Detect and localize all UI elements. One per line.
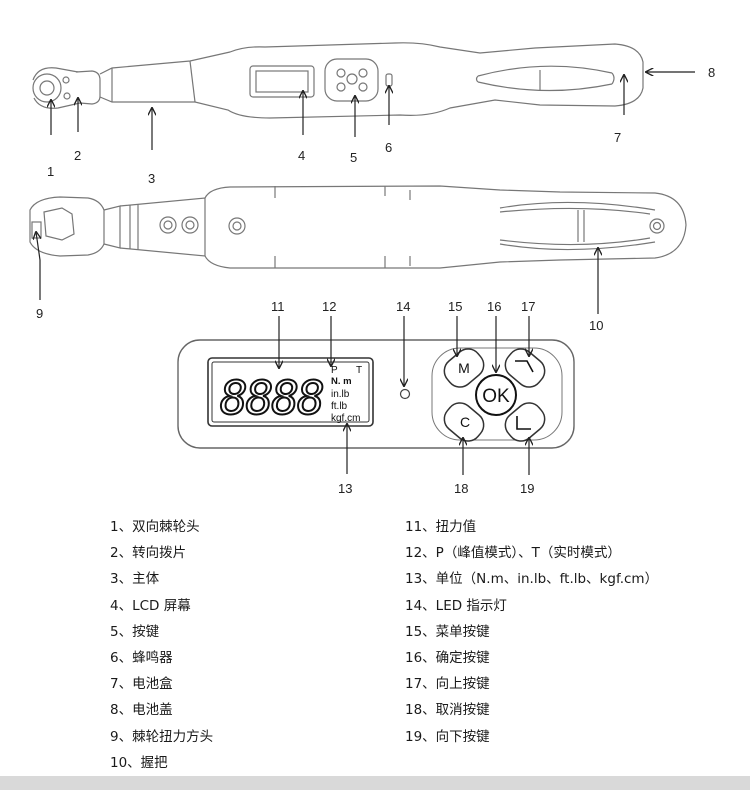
legend-column-left: 1、双向棘轮头 2、转向拨片 3、主体 4、LCD 屏幕 5、按键 6、蜂鸣器 …: [110, 514, 213, 776]
side-grip: [499, 201, 656, 211]
parts-legend: 1、双向棘轮头 2、转向拨片 3、主体 4、LCD 屏幕 5、按键 6、蜂鸣器 …: [0, 514, 750, 776]
callout-18: 18: [454, 481, 468, 496]
lcd-screen: [207, 357, 374, 427]
legend-item: 15、菜单按键: [405, 623, 490, 640]
callout-16: 16: [487, 299, 501, 314]
callout-lines-top: [51, 72, 695, 150]
legend-item: 1、双向棘轮头: [110, 519, 200, 535]
legend-item: 10、握把: [110, 754, 168, 771]
ratchet-head: [32, 67, 101, 109]
legend-item: 4、LCD 屏幕: [110, 597, 191, 614]
down-button[interactable]: [500, 398, 550, 447]
legend-item: 7、电池盒: [110, 676, 173, 693]
legend-item: 11、扭力值: [405, 519, 477, 535]
lcd-unit-kgfcm: kgf.cm: [331, 413, 360, 424]
lcd-window-top: [249, 65, 315, 98]
cancel-button[interactable]: C: [439, 398, 489, 447]
keypad-top: [324, 58, 379, 102]
callout-12: 12: [322, 299, 336, 314]
led-indicator: [399, 388, 411, 400]
callout-9: 9: [36, 306, 43, 321]
legend-item: 12、P（峰值模式）、T（实时模式）: [405, 545, 621, 562]
legend-item: 6、蜂鸣器: [110, 649, 173, 666]
legend-item: 16、确定按键: [405, 649, 490, 666]
callout-1: 1: [47, 164, 54, 179]
wrench-diagram: 8888 P T N. m in.lb ft.lb kgf.cm M C OK: [29, 42, 715, 496]
callout-14: 14: [396, 299, 410, 314]
legend-item: 14、LED 指示灯: [405, 597, 507, 614]
callout-5: 5: [350, 150, 357, 165]
legend-item: 3、主体: [110, 571, 160, 588]
callout-11: 11: [271, 299, 285, 314]
callout-3: 3: [148, 171, 155, 186]
legend-item: 13、单位（N.m、in.lb、ft.lb、kgf.cm）: [405, 571, 659, 588]
callout-8: 8: [708, 65, 715, 80]
menu-button[interactable]: M: [439, 344, 489, 393]
lcd-mode-t: T: [356, 365, 362, 376]
legend-item: 2、转向拨片: [110, 545, 187, 562]
legend-item: 9、棘轮扭力方头: [110, 728, 214, 745]
up-arrow-icon: [515, 360, 534, 373]
callout-19: 19: [520, 481, 534, 496]
callout-13: 13: [338, 481, 352, 496]
callout-lines-side: [36, 232, 598, 314]
ok-button[interactable]: OK: [475, 374, 517, 416]
callout-lines-panel: [279, 316, 529, 475]
callout-2: 2: [74, 148, 81, 163]
buzzer-top: [385, 73, 393, 87]
main-body-outline: [99, 42, 644, 119]
ok-button-label: OK: [482, 386, 510, 407]
menu-button-label: M: [458, 360, 470, 376]
up-button[interactable]: [500, 344, 550, 393]
side-body: [204, 185, 687, 269]
down-arrow-icon: [516, 416, 531, 430]
callout-6: 6: [385, 140, 392, 155]
lcd-mode-p: P: [331, 365, 338, 376]
lcd-unit-inlb: in.lb: [331, 389, 350, 400]
legend-column-right: 11、扭力值 12、P（峰值模式）、T（实时模式） 13、单位（N.m、in.l…: [405, 514, 658, 750]
callout-17: 17: [521, 299, 535, 314]
grip-top: [477, 65, 613, 77]
cancel-button-label: C: [460, 414, 470, 430]
lcd-torque-digits: 8888: [220, 371, 323, 425]
wrench-top-view: [32, 42, 644, 119]
lcd-unit-nm: N. m: [331, 376, 352, 387]
legend-item: 18、取消按键: [405, 702, 490, 719]
legend-item: 17、向上按键: [405, 676, 490, 693]
legend-item: 8、电池盖: [110, 702, 173, 719]
legend-item: 19、向下按键: [405, 728, 490, 745]
control-panel: 8888 P T N. m in.lb ft.lb kgf.cm M C OK: [177, 339, 575, 449]
callout-10: 10: [589, 318, 603, 333]
wrench-side-view: [29, 185, 687, 269]
legend-item: 5、按键: [110, 623, 160, 640]
callout-numbers: 1 2 3 4 5 6 7 8 9 10 11 12 13 14 15 16 1…: [36, 65, 715, 496]
callout-15: 15: [448, 299, 462, 314]
lcd-unit-ftlb: ft.lb: [331, 401, 348, 412]
callout-7: 7: [614, 130, 621, 145]
bottom-edge-strip: [0, 776, 750, 790]
callout-4: 4: [298, 148, 305, 163]
